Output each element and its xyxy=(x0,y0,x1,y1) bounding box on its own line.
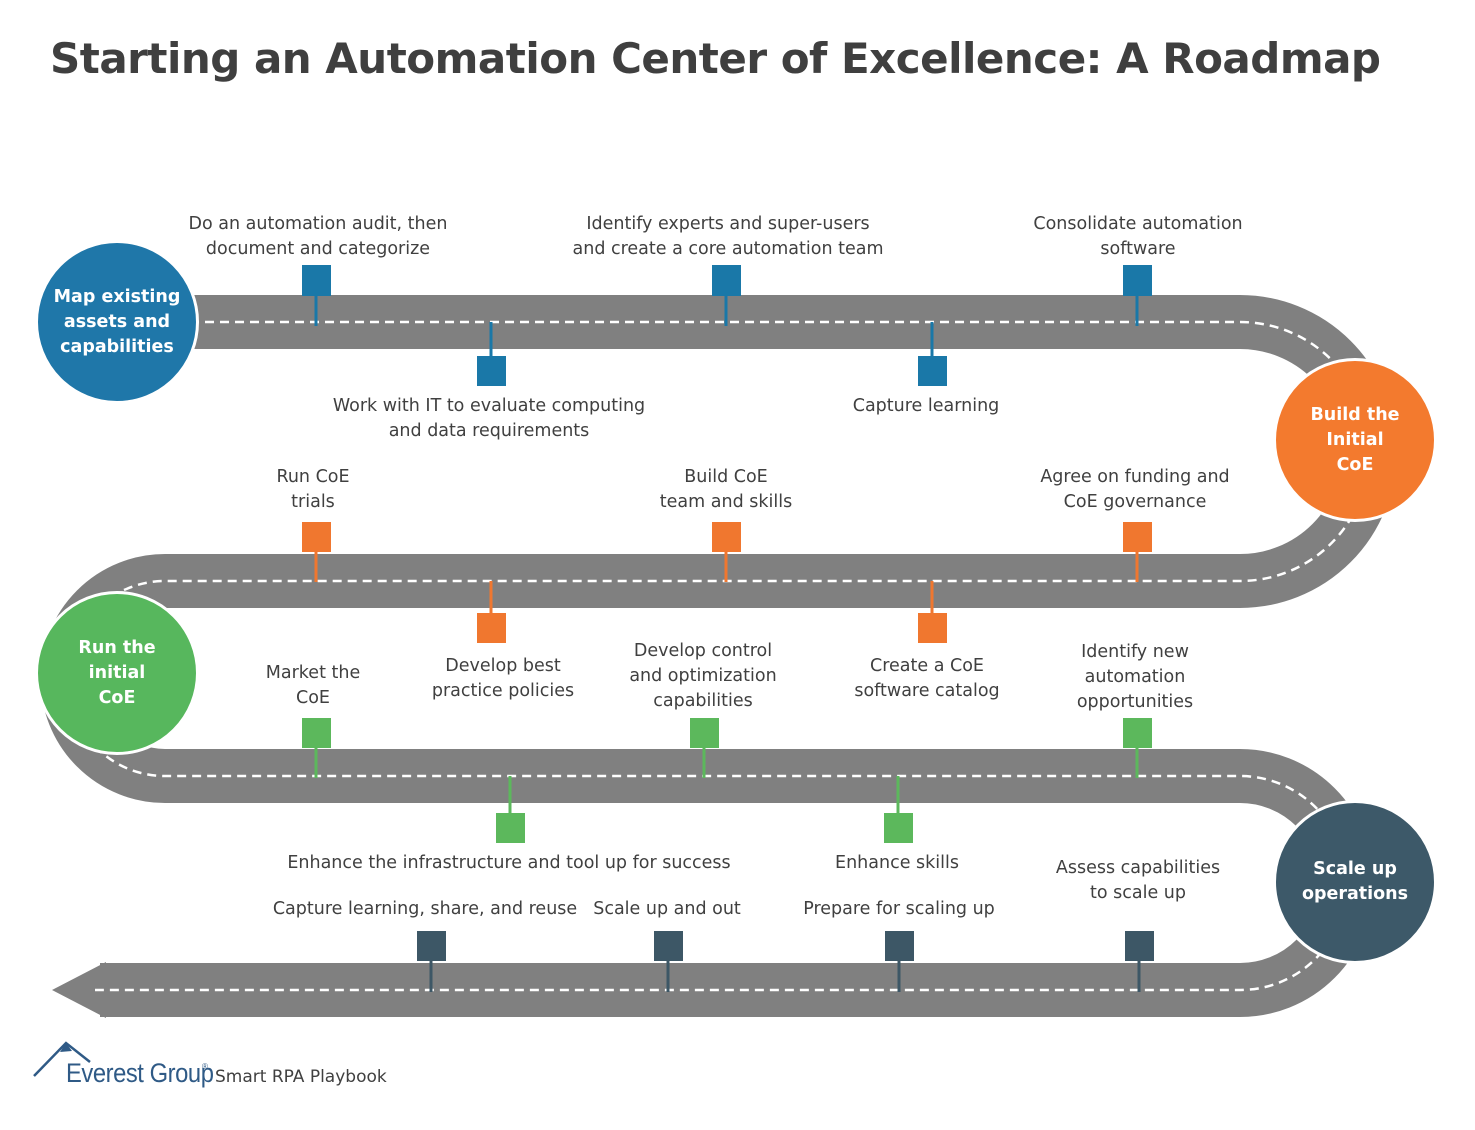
marker-row3-bottom-2 xyxy=(884,776,913,843)
marker-row4-top-1 xyxy=(417,931,446,992)
road-arrowhead xyxy=(52,962,106,1018)
marker-row2-top-1 xyxy=(302,522,331,582)
milestone-label: Capture learning xyxy=(852,396,1000,416)
marker-row2-top-3 xyxy=(1123,522,1152,582)
milestone-label: Develop best practice policies xyxy=(431,656,575,701)
marker-row4-top-2 xyxy=(654,931,683,992)
marker-row4-top-4 xyxy=(1125,931,1154,992)
marker-row1-top-3 xyxy=(1123,265,1152,326)
milestone-label: Assess capabilities to scale up xyxy=(1055,858,1221,903)
milestone-label: Identify new automation opportunities xyxy=(1076,642,1194,712)
marker-row3-top-2 xyxy=(690,718,719,778)
stage-label: Build the Initial CoE xyxy=(1310,404,1400,475)
everest-peak-icon xyxy=(33,1041,91,1077)
stage-label: Scale up operations xyxy=(1301,859,1409,904)
milestone-label: Market the CoE xyxy=(265,663,361,708)
marker-row4-top-3 xyxy=(885,931,914,992)
stage-label: Run the initial CoE xyxy=(78,637,156,708)
milestone-label: Create a CoE software catalog xyxy=(854,656,1000,701)
milestone-label: Capture learning, share, and reuse xyxy=(272,899,578,919)
footer-brand: Everest Group ® Smart RPA Playbook xyxy=(32,1040,392,1100)
milestone-label: Scale up and out xyxy=(593,899,741,919)
marker-row1-top-2 xyxy=(712,265,741,326)
milestone-label: Agree on funding and CoE governance xyxy=(1040,467,1230,512)
marker-row1-top-1 xyxy=(302,265,331,326)
marker-row2-top-2 xyxy=(712,522,741,582)
milestone-label: Work with IT to evaluate computing and d… xyxy=(332,396,646,441)
marker-row3-top-1 xyxy=(302,718,331,778)
brand-name: Everest Group xyxy=(66,1058,214,1088)
milestone-label: Develop control and optimization capabil… xyxy=(629,641,777,711)
milestone-label: Run CoE trials xyxy=(276,467,350,512)
marker-row1-bottom-2 xyxy=(918,322,947,386)
page-title: Starting an Automation Center of Excelle… xyxy=(50,34,1381,83)
marker-row3-top-3 xyxy=(1123,718,1152,778)
marker-row3-bottom-1 xyxy=(496,776,525,843)
brand-subtitle: Smart RPA Playbook xyxy=(215,1067,387,1087)
milestone-label: Consolidate automation software xyxy=(1033,214,1243,259)
marker-row2-bottom-1 xyxy=(477,581,506,643)
milestone-label: Enhance skills xyxy=(835,853,959,873)
marker-row2-bottom-2 xyxy=(918,581,947,643)
milestone-label: Enhance the infrastructure and tool up f… xyxy=(287,853,731,873)
marker-row1-bottom-1 xyxy=(477,322,506,386)
stage-label: Map existing assets and capabilities xyxy=(53,286,181,357)
milestone-label: Prepare for scaling up xyxy=(803,899,995,919)
milestone-label: Identify experts and super-users and cre… xyxy=(572,214,884,259)
milestone-label: Build CoE team and skills xyxy=(659,467,793,512)
stage-run-initial: Run the initial CoE xyxy=(35,591,199,755)
stage-map-existing: Map existing assets and capabilities xyxy=(35,240,199,404)
stage-build-initial: Build the Initial CoE xyxy=(1273,358,1437,522)
milestone-label: Do an automation audit, then document an… xyxy=(188,214,448,259)
registered-mark: ® xyxy=(202,1062,208,1071)
stage-scale-up: Scale up operations xyxy=(1273,800,1437,964)
